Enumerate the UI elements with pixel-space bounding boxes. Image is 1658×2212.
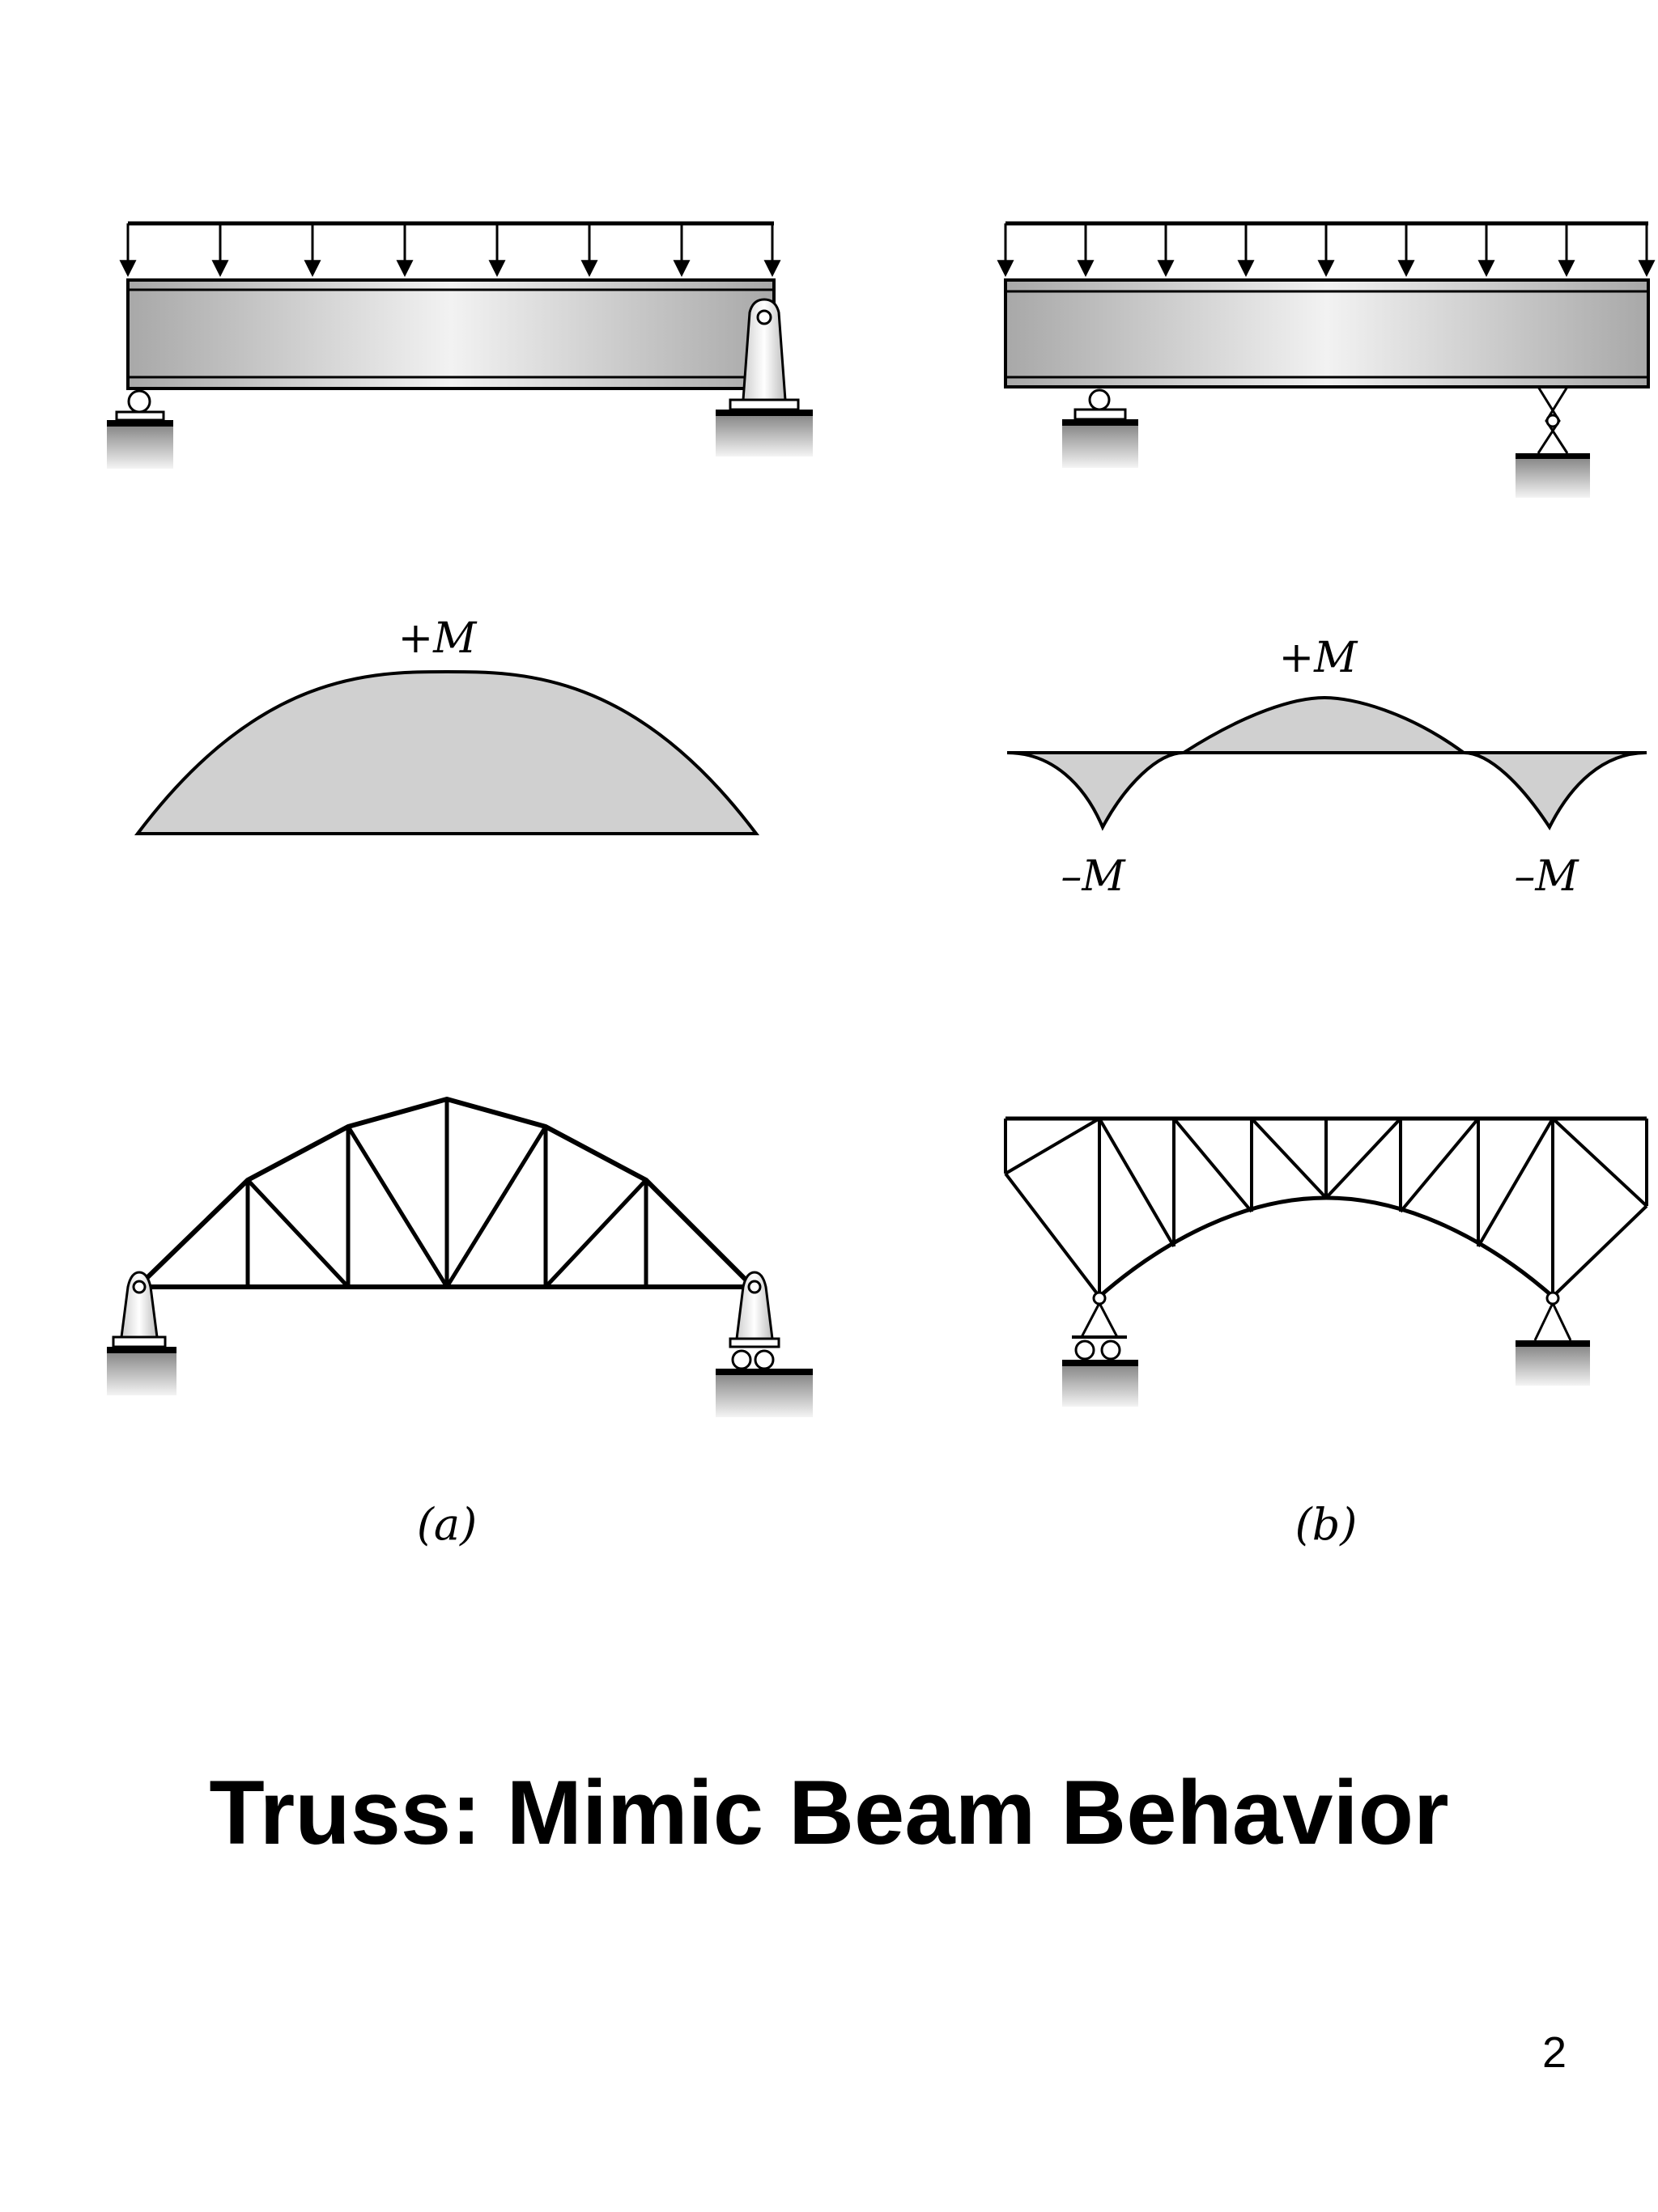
negative-moment-label-left: –M bbox=[1061, 852, 1126, 901]
negative-moment-label-right: –M bbox=[1514, 852, 1579, 901]
pin-support-left-truss-a bbox=[107, 1271, 176, 1395]
beam-body-a bbox=[126, 278, 776, 390]
distributed-load-b bbox=[997, 221, 1656, 278]
beam-b bbox=[997, 221, 1656, 498]
positive-moment-label: +M bbox=[398, 614, 478, 663]
moment-diagram-b: +M –M –M bbox=[1006, 634, 1647, 901]
distributed-load-a bbox=[119, 221, 781, 278]
caption-b: (b) bbox=[1295, 1499, 1358, 1550]
pin-support-right-truss-b bbox=[1516, 1291, 1590, 1386]
moment-diagram-a: +M bbox=[134, 614, 760, 835]
positive-moment-label: +M bbox=[1279, 634, 1359, 682]
slide-title: Truss: Mimic Beam Behavior bbox=[209, 1762, 1449, 1863]
beam-a bbox=[107, 221, 813, 469]
roller-support-left-a bbox=[107, 389, 173, 469]
truss-a bbox=[135, 1097, 755, 1289]
pin-support-right-b bbox=[1516, 386, 1590, 498]
page-number: 2 bbox=[1541, 2028, 1567, 2077]
caption-a: (a) bbox=[417, 1499, 477, 1550]
roller-support-left-truss-b bbox=[1062, 1291, 1138, 1407]
beam-body-b bbox=[1004, 278, 1650, 388]
truss-b bbox=[1004, 1116, 1648, 1298]
roller-support-left-b bbox=[1062, 388, 1138, 468]
pin-support-right-a bbox=[716, 298, 813, 456]
roller-support-right-truss-a bbox=[716, 1271, 813, 1417]
